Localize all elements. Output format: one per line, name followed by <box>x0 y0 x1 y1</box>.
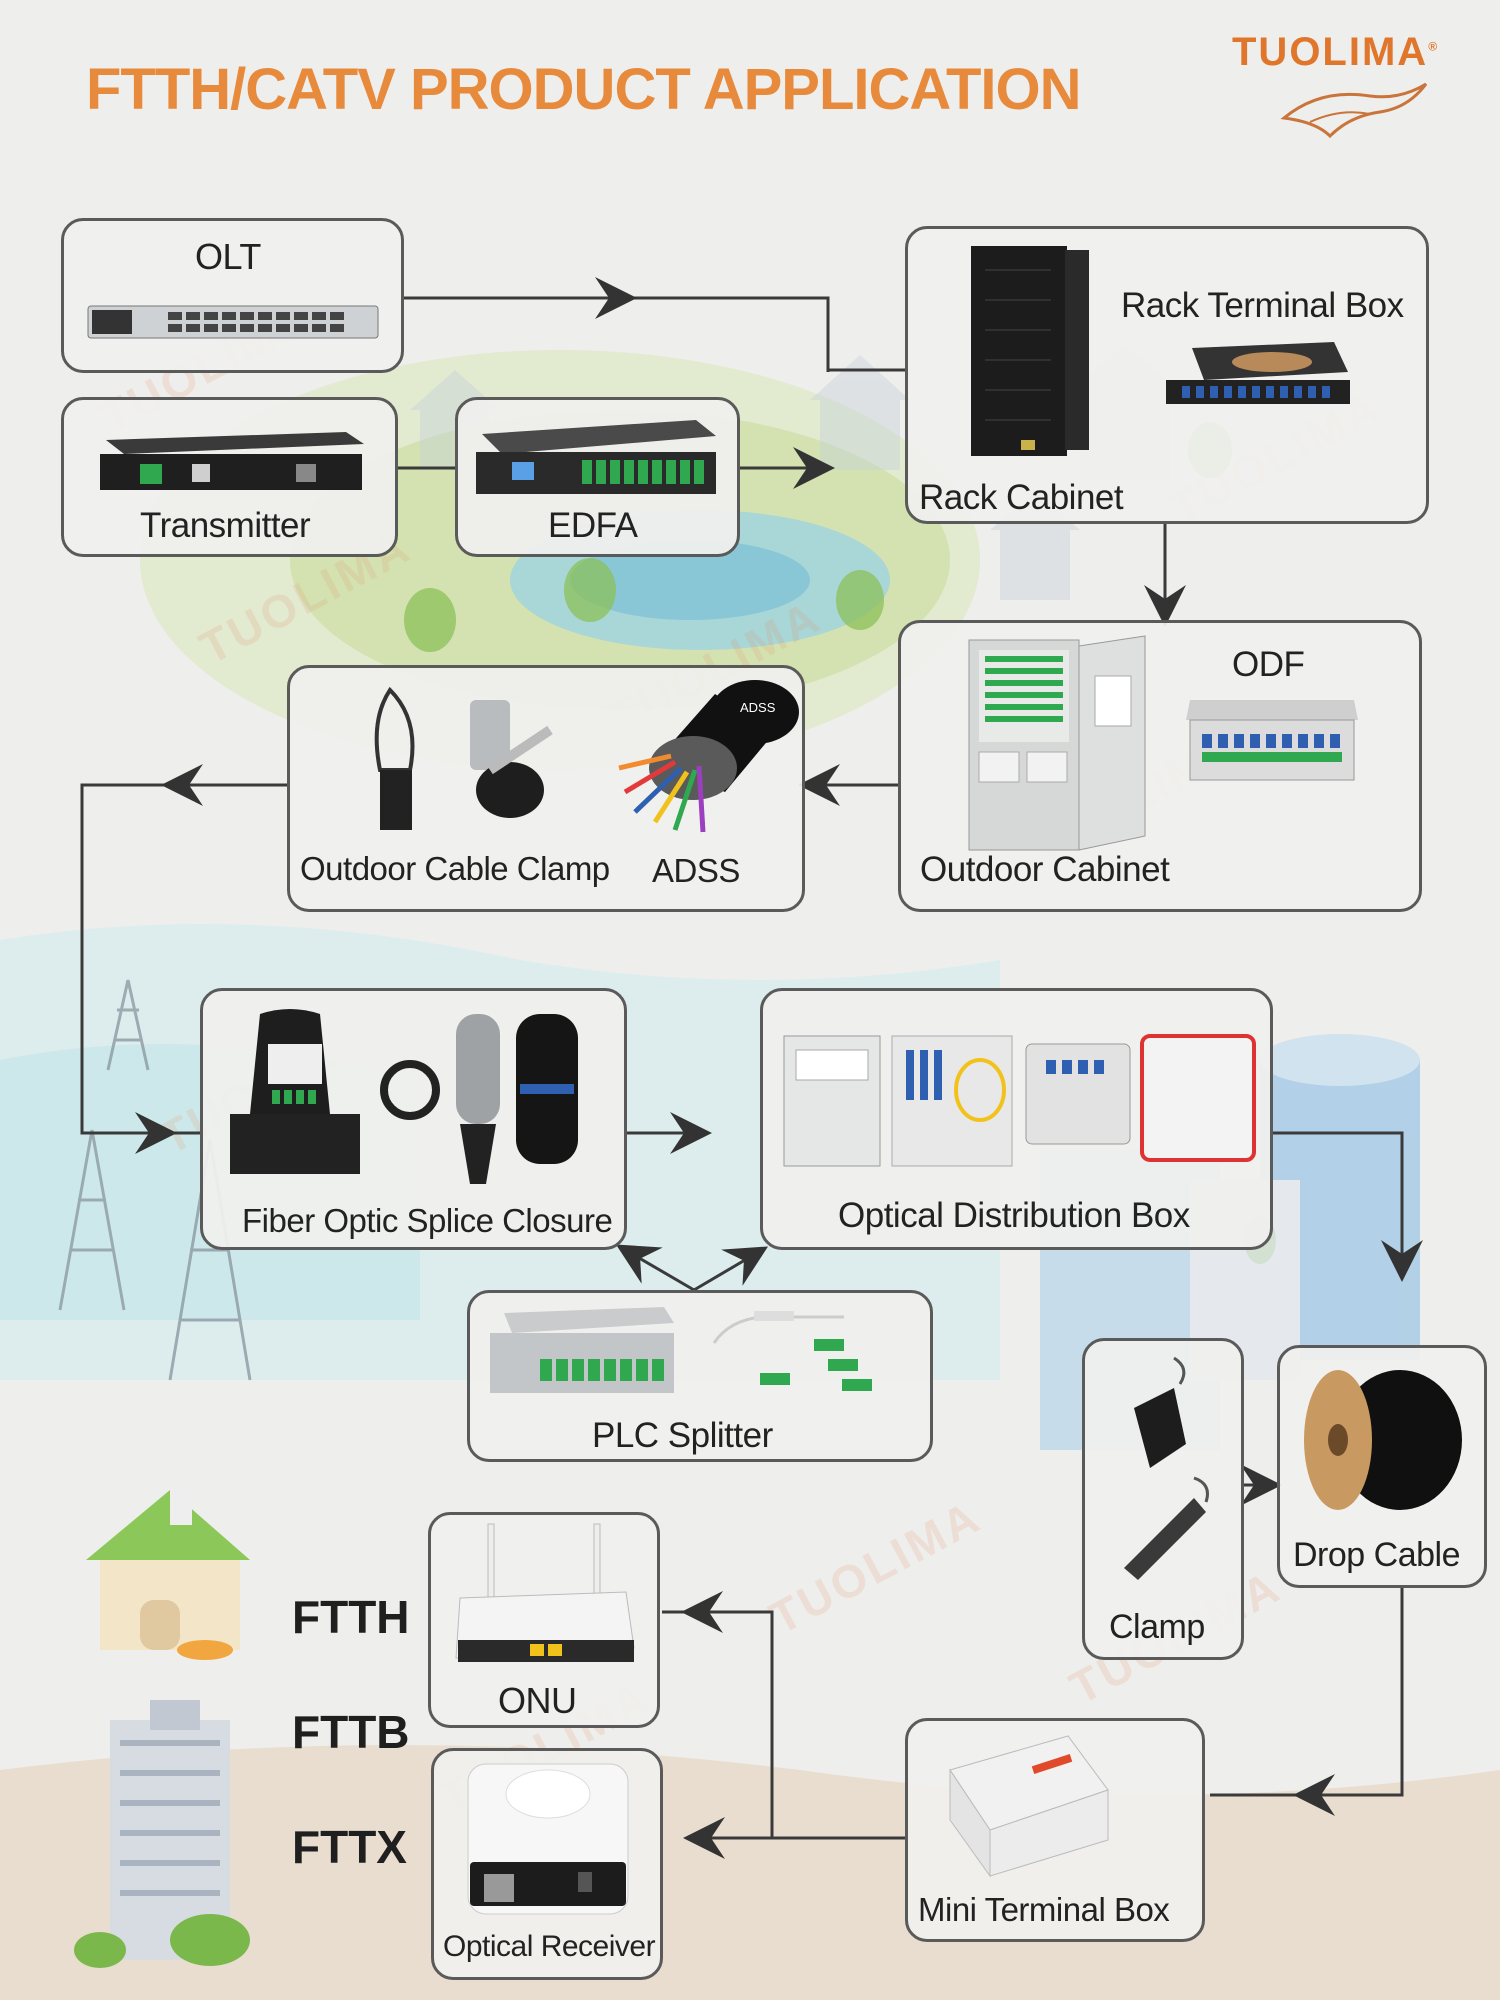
plc-splitter-icon <box>490 1307 872 1393</box>
adss-cable-icon: ADSS <box>618 680 799 833</box>
olt-label: OLT <box>195 236 261 277</box>
adss-jacket-text: ADSS <box>740 700 776 715</box>
mini-terminal-box-icon <box>949 1735 1109 1878</box>
fttx-label: FTTX <box>292 1821 407 1873</box>
link-olt <box>404 296 830 372</box>
rack-terminal-box-label: Rack Terminal Box <box>1121 286 1404 325</box>
brand-logo: TUOLIMA® <box>1232 30 1439 75</box>
brand-name: TUOLIMA <box>1232 30 1429 74</box>
transmitter-label: Transmitter <box>140 506 311 545</box>
arrow-splitter-closure <box>615 1244 695 1292</box>
onu-label: ONU <box>498 1680 577 1721</box>
odf-icon <box>1186 700 1358 781</box>
olt-device-icon <box>87 305 379 339</box>
splice-closure-icon <box>230 1009 578 1184</box>
drop-cable-label: Drop Cable <box>1293 1536 1460 1574</box>
drop-cable-icon <box>1304 1370 1462 1510</box>
adss-label: ADSS <box>652 852 740 889</box>
clamp-box[interactable] <box>1082 1338 1244 1660</box>
onu-icon <box>455 1523 635 1662</box>
outdoor-cable-clamp-label: Outdoor Cable Clamp <box>300 850 610 887</box>
link-odb-drop <box>1273 1131 1404 1275</box>
transmitter-device-icon <box>100 432 364 490</box>
clamp-label: Clamp <box>1109 1608 1205 1646</box>
link-mini-onu <box>662 1610 905 1840</box>
rack-terminal-box-icon <box>1166 342 1350 404</box>
edfa-device-icon <box>476 420 716 494</box>
odf-label: ODF <box>1232 645 1305 684</box>
outdoor-cable-clamp-icon <box>374 686 553 830</box>
optical-receiver-label: Optical Receiver <box>443 1930 656 1963</box>
outdoor-cabinet-label: Outdoor Cabinet <box>920 850 1170 889</box>
splice-closure-label: Fiber Optic Splice Closure <box>242 1202 613 1239</box>
registered-mark: ® <box>1428 39 1440 54</box>
rack-cabinet-icon <box>971 246 1089 456</box>
page-title: FTTH/CATV PRODUCT APPLICATION <box>86 57 1082 122</box>
mini-terminal-box-label: Mini Terminal Box <box>918 1891 1170 1928</box>
outdoor-cabinet-icon <box>968 635 1146 851</box>
edfa-label: EDFA <box>548 506 638 545</box>
optical-receiver-icon <box>467 1763 629 1915</box>
ftth-label: FTTH <box>292 1591 410 1643</box>
rack-cabinet-label: Rack Cabinet <box>919 478 1124 517</box>
optical-distribution-box-label: Optical Distribution Box <box>838 1196 1190 1235</box>
fttb-label: FTTB <box>292 1706 410 1758</box>
clamp-icon <box>1124 1356 1209 1580</box>
optical-distribution-box-icon <box>783 1034 1256 1167</box>
leopard-logo-icon <box>1280 82 1428 139</box>
olt-box[interactable] <box>61 218 404 373</box>
plc-splitter-label: PLC Splitter <box>592 1416 773 1455</box>
arrow-splitter-odb <box>693 1246 769 1292</box>
